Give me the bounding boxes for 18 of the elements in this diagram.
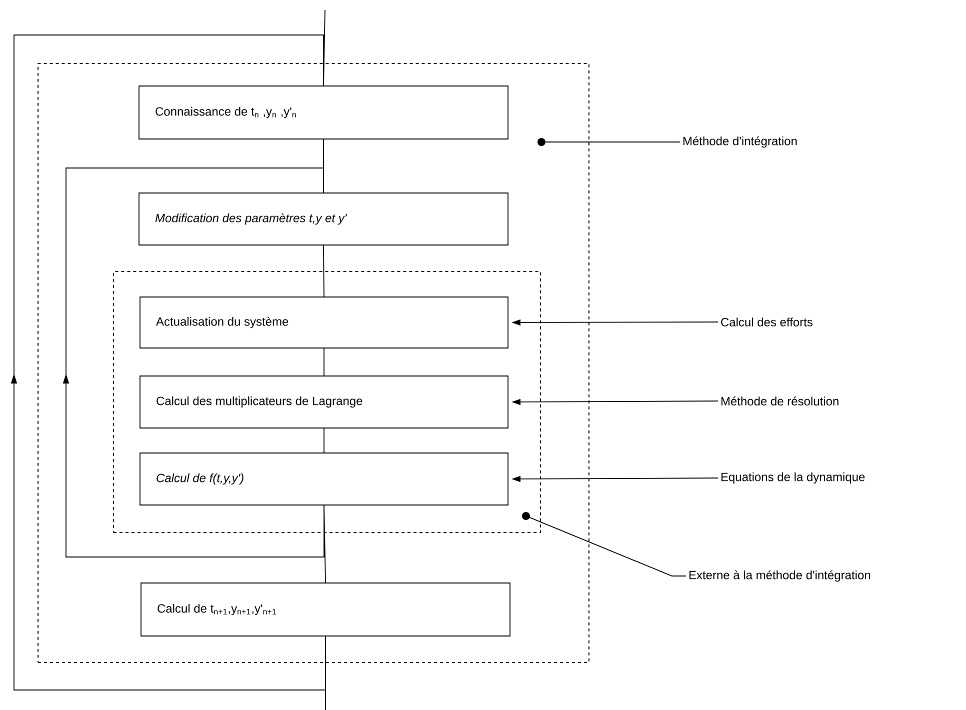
process-box: Calcul de t$_{n+1}$,y$_{n+1}$,y'$_{n+1}$ xyxy=(140,582,510,636)
feedback-arrow xyxy=(62,168,324,558)
feedback-arrow xyxy=(10,34,326,690)
process-box: Actualisation du système xyxy=(140,296,508,348)
annotation-text: Equations de la dynamique xyxy=(721,472,865,484)
process-box: Connaissance de t$_{n}$ ,y$_{n}$ ,y'$_{n}$ xyxy=(138,86,508,140)
annotation-text: Méthode d'intégration xyxy=(683,136,797,148)
connector-line xyxy=(323,245,324,297)
annotation-text: Externe à la méthode d'intégration xyxy=(689,570,870,582)
dashed-region xyxy=(113,271,541,533)
annotation-text: Méthode de résolution xyxy=(721,396,838,406)
leader-line xyxy=(522,512,686,576)
dashed-region xyxy=(38,63,590,663)
process-box: Calcul des multiplicateurs de Lagrange xyxy=(140,376,508,428)
process-box: Calcul de f(t,y,y') xyxy=(140,452,508,506)
annotation-text: Calcul des efforts xyxy=(721,318,812,326)
leader-line xyxy=(537,138,680,146)
process-box: Modification des paramètres t,y et y' xyxy=(138,192,508,246)
